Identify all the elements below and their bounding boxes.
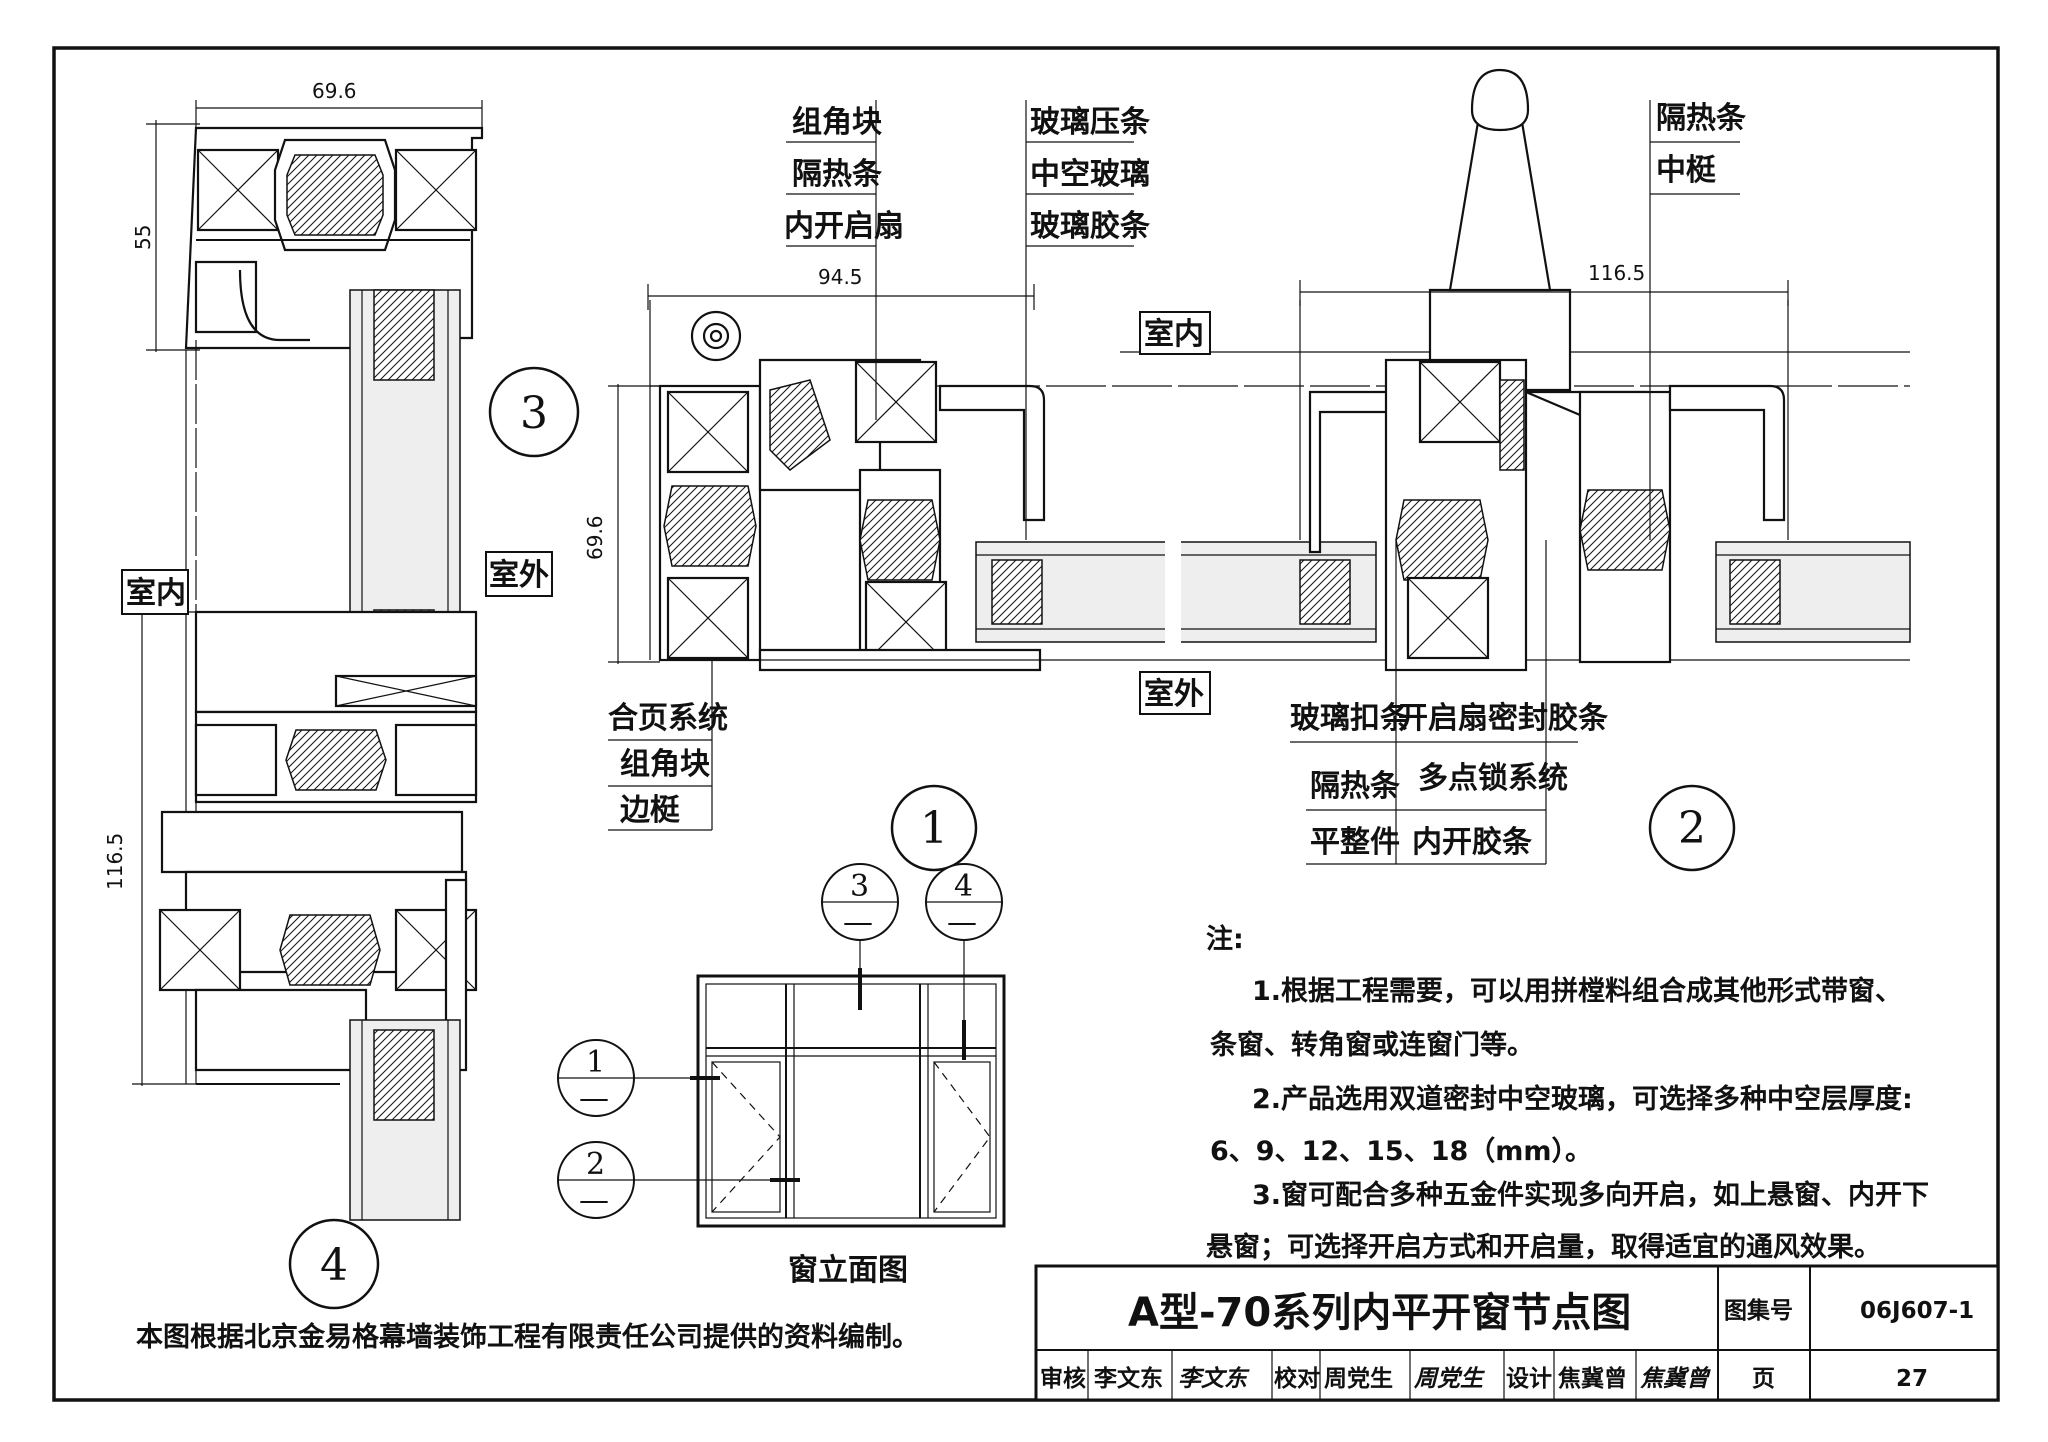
note-2-line-2: 6、9、12、15、18（mm）。 bbox=[1210, 1136, 1592, 1167]
ref-2-dash: — bbox=[579, 1183, 609, 1218]
design-label: 设计 bbox=[1506, 1366, 1552, 1392]
label-side-frame: 边梃 bbox=[620, 793, 680, 828]
callout-group-bottom-left: 合页系统 组角块 边梃 bbox=[608, 660, 728, 831]
horizontal-section-2: 116.5 bbox=[1299, 68, 1911, 672]
label-outdoor-mid: 室外 bbox=[1144, 677, 1204, 712]
note-2-line-1: 2.产品选用双道密封中空玻璃，可选择多种中空层厚度: bbox=[1252, 1083, 1913, 1115]
ref-1-number: 1 bbox=[586, 1045, 605, 1080]
label-multipoint-lock: 多点锁系统 bbox=[1418, 761, 1568, 796]
note-3-line-2: 悬窗；可选择开启方式和开启量，取得适宜的通风效果。 bbox=[1206, 1231, 1881, 1263]
review-label: 审核 bbox=[1040, 1365, 1086, 1392]
atlas-label: 图集号 bbox=[1724, 1297, 1793, 1324]
notes-heading: 注: bbox=[1206, 923, 1244, 955]
notes: 注: 1.根据工程需要，可以用拼樘料组合成其他形式带窗、 条窗、转角窗或连窗门等… bbox=[1206, 923, 1929, 1263]
design-name: 焦冀曾 bbox=[1558, 1365, 1627, 1392]
check-name: 周党生 bbox=[1324, 1366, 1393, 1392]
review-name: 李文东 bbox=[1094, 1365, 1163, 1392]
dim-69-6-mid: 69.6 bbox=[583, 515, 607, 560]
atlas-number: 06J607-1 bbox=[1860, 1298, 1974, 1324]
label-thermal-strip: 隔热条 bbox=[792, 157, 882, 192]
vertical-section: 69.6 55 116.5 bbox=[103, 79, 580, 1310]
review-signature: 李文东 bbox=[1178, 1366, 1250, 1392]
label-indoor-mid: 室内 bbox=[1144, 317, 1204, 352]
ref-3-number: 3 bbox=[850, 869, 869, 904]
label-thermal-strip-b: 隔热条 bbox=[1310, 769, 1400, 804]
detail-marker-2: 2 bbox=[1678, 803, 1706, 854]
dim-94-5: 94.5 bbox=[818, 265, 863, 289]
check-label: 校对 bbox=[1274, 1365, 1320, 1392]
ref-4-dash: — bbox=[947, 905, 977, 940]
sheet-border bbox=[52, 46, 2000, 1402]
label-glass-gasket: 玻璃胶条 bbox=[1030, 209, 1150, 244]
detail-marker-1: 1 bbox=[920, 803, 948, 854]
dim-55: 55 bbox=[131, 225, 155, 250]
ref-4-number: 4 bbox=[954, 869, 973, 904]
horizontal-section-1: 94.5 69.6 bbox=[583, 265, 1910, 715]
label-glass-clip: 玻璃扣条 bbox=[1290, 701, 1410, 736]
ref-3-dash: — bbox=[843, 905, 873, 940]
label-insulating-glass: 中空玻璃 bbox=[1030, 157, 1150, 192]
label-thermal-strip-right: 隔热条 bbox=[1656, 101, 1746, 136]
detail-marker-4: 4 bbox=[320, 1240, 348, 1291]
design-signature: 焦冀曾 bbox=[1640, 1366, 1711, 1392]
label-glazing-bead: 玻璃压条 bbox=[1030, 105, 1150, 140]
ref-2-number: 2 bbox=[586, 1147, 605, 1182]
callout-group-bottom-mid: 玻璃扣条 开启扇密封胶条 隔热条 多点锁系统 平整件 内开胶条 bbox=[1290, 540, 1608, 865]
elevation-title: 窗立面图 bbox=[788, 1253, 908, 1288]
window-elevation: 3 — 4 — 1 — 2 — 窗立面图 bbox=[557, 863, 1006, 1288]
label-inner-sash: 内开启扇 bbox=[784, 209, 904, 244]
label-corner-block: 组角块 bbox=[792, 105, 882, 140]
label-mullion: 中梃 bbox=[1656, 153, 1716, 188]
note-1-line-1: 1.根据工程需要，可以用拼樘料组合成其他形式带窗、 bbox=[1252, 975, 1902, 1007]
dim-116-5-left: 116.5 bbox=[103, 833, 127, 890]
title-block: A型-70系列内平开窗节点图 图集号 06J607-1 页 27 审核 李文东 … bbox=[1034, 1264, 2000, 1402]
callout-group-top-left: 组角块 隔热条 内开启扇 bbox=[784, 100, 904, 420]
callout-group-top-mid: 玻璃压条 中空玻璃 玻璃胶条 bbox=[1025, 100, 1150, 540]
dim-116-5-right: 116.5 bbox=[1588, 261, 1645, 285]
page-label: 页 bbox=[1752, 1366, 1775, 1392]
note-3-line-1: 3.窗可配合多种五金件实现多向开启，如上悬窗、内开下 bbox=[1252, 1179, 1929, 1211]
callout-group-top-right: 隔热条 中梃 bbox=[1649, 100, 1746, 540]
ref-1-dash: — bbox=[579, 1081, 609, 1116]
label-outdoor-left: 室外 bbox=[489, 558, 549, 593]
detail-marker-3: 3 bbox=[520, 388, 548, 439]
drawing-title: A型-70系列内平开窗节点图 bbox=[1128, 1290, 1631, 1336]
label-leveling-piece: 平整件 bbox=[1310, 825, 1400, 860]
label-indoor-left: 室内 bbox=[126, 576, 186, 611]
label-inner-gasket: 内开胶条 bbox=[1412, 825, 1532, 860]
check-signature: 周党生 bbox=[1413, 1366, 1485, 1392]
note-1-line-2: 条窗、转角窗或连窗门等。 bbox=[1210, 1029, 1534, 1061]
dim-69-6-top: 69.6 bbox=[312, 79, 357, 103]
page-number: 27 bbox=[1896, 1366, 1928, 1392]
label-corner-block-b: 组角块 bbox=[620, 747, 710, 782]
label-sash-seal-gasket: 开启扇密封胶条 bbox=[1398, 701, 1608, 736]
label-hinge-system: 合页系统 bbox=[608, 701, 728, 736]
source-note: 本图根据北京金易格幕墙装饰工程有限责任公司提供的资料编制。 bbox=[136, 1321, 919, 1353]
